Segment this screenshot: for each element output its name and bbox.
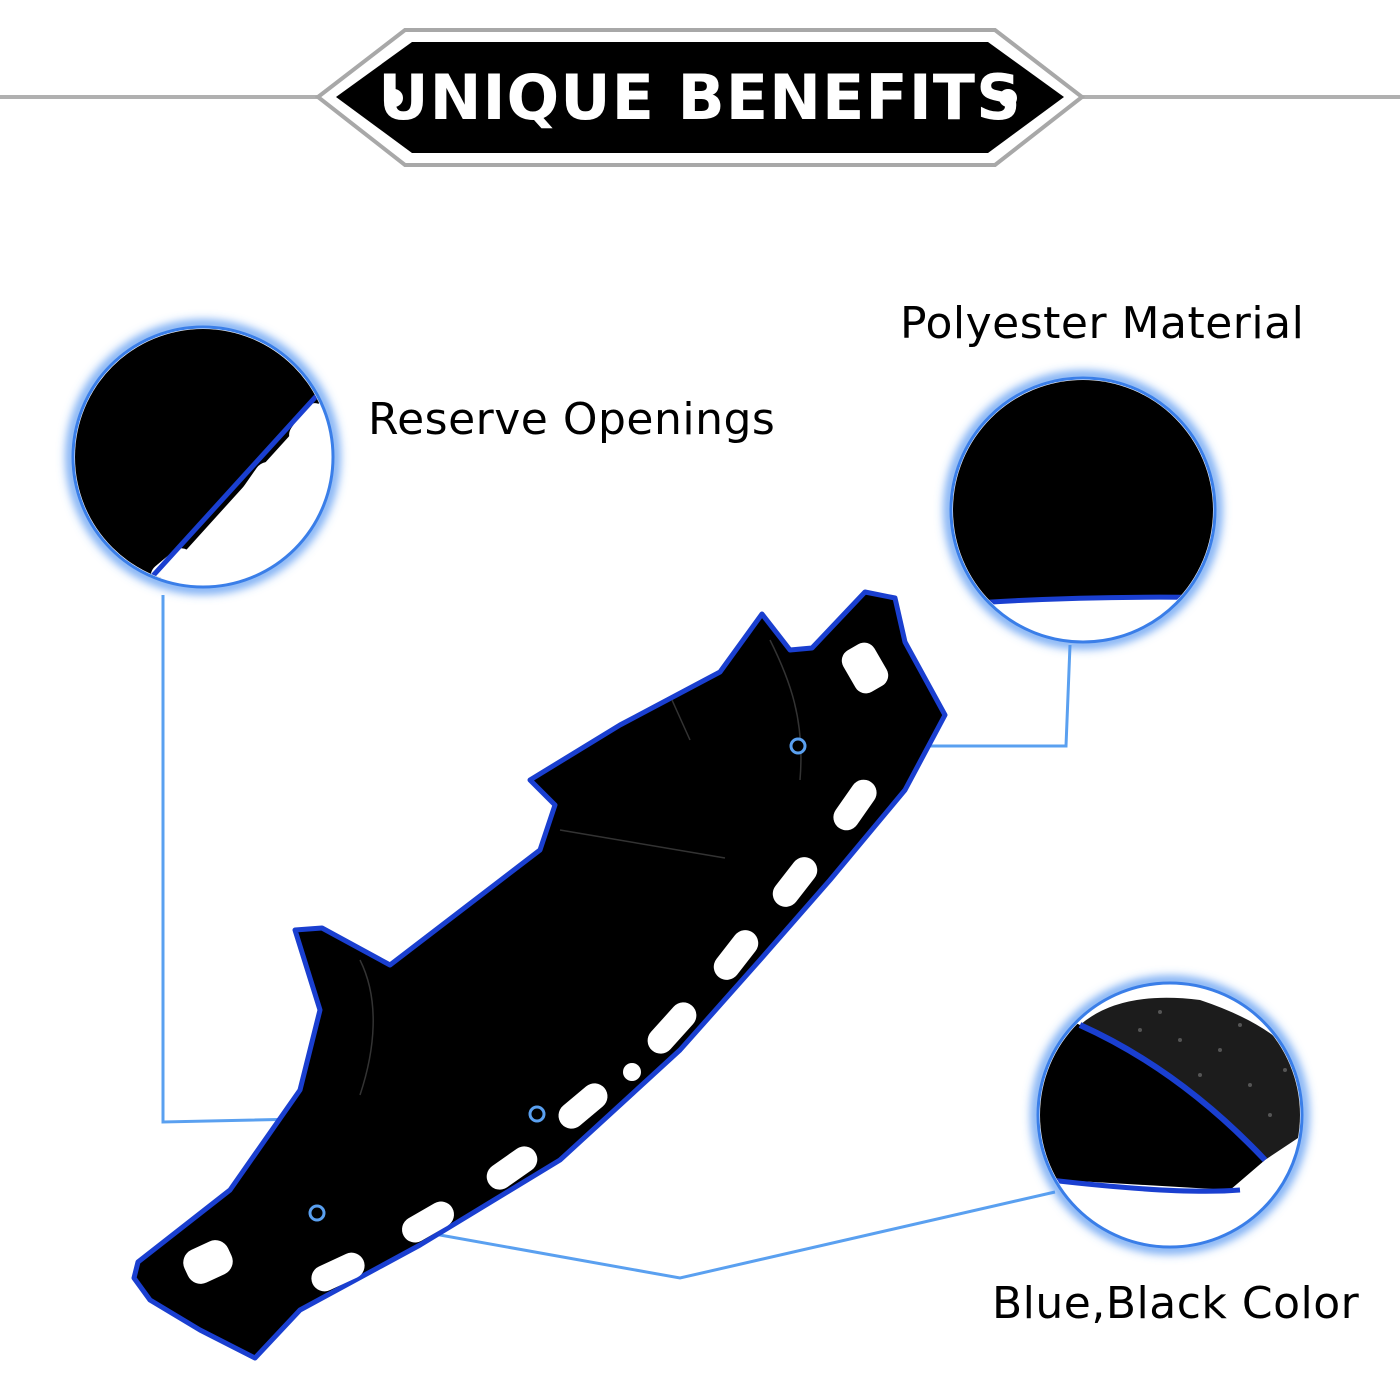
feature-label-openings: Reserve Openings <box>368 394 776 445</box>
reserve-openings <box>183 642 889 1292</box>
bullet-dot-right <box>999 89 1017 107</box>
feature-label-color: Blue,Black Color <box>992 1278 1360 1329</box>
callout-dot-openings <box>528 1105 546 1123</box>
callout-dot-material <box>789 737 807 755</box>
bullet-dot-left <box>385 89 403 107</box>
header-badge <box>336 42 1064 153</box>
callout-dot-color <box>308 1204 326 1222</box>
detail-circle-material <box>945 372 1221 648</box>
detail-circle-openings <box>67 321 339 593</box>
detail-circle-color <box>1032 977 1308 1253</box>
page-title: UNIQUE BENEFITS <box>378 61 1022 134</box>
feature-label-material: Polyester Material <box>900 298 1305 349</box>
dashboard-mat <box>131 589 948 1361</box>
